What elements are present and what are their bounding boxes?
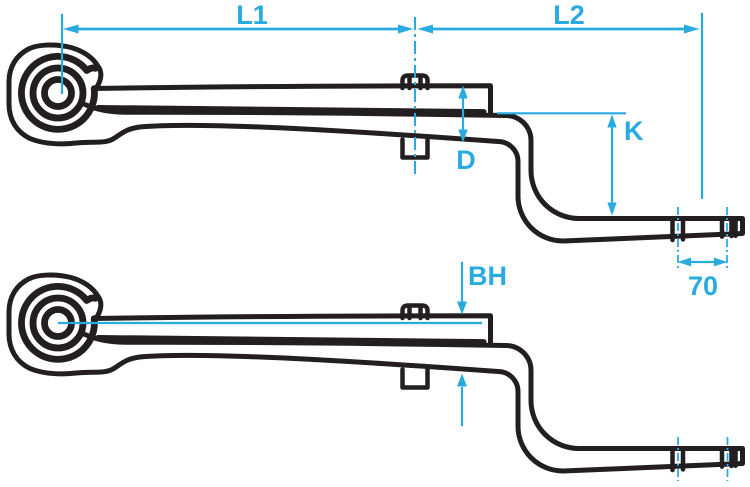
- spring-view-bottom: [9, 275, 743, 471]
- dimension-label-tip-spacing: 70: [688, 271, 718, 301]
- dimension-label-l2: L2: [553, 0, 585, 30]
- dimension-label-bh: BH: [468, 261, 507, 291]
- tip-spacing-extension-lines-bottom: [677, 437, 729, 481]
- dimension-label-d: D: [456, 145, 476, 175]
- tip-spacing-arrowheads: [677, 257, 728, 267]
- dimension-label-k: K: [624, 116, 644, 146]
- tip-spacing-extension-lines-top: [677, 207, 728, 271]
- d-arrowheads: [458, 85, 468, 143]
- dimension-layer: L1 L2 K D 70 BH: [58, 0, 729, 481]
- dimension-label-l1: L1: [236, 0, 268, 30]
